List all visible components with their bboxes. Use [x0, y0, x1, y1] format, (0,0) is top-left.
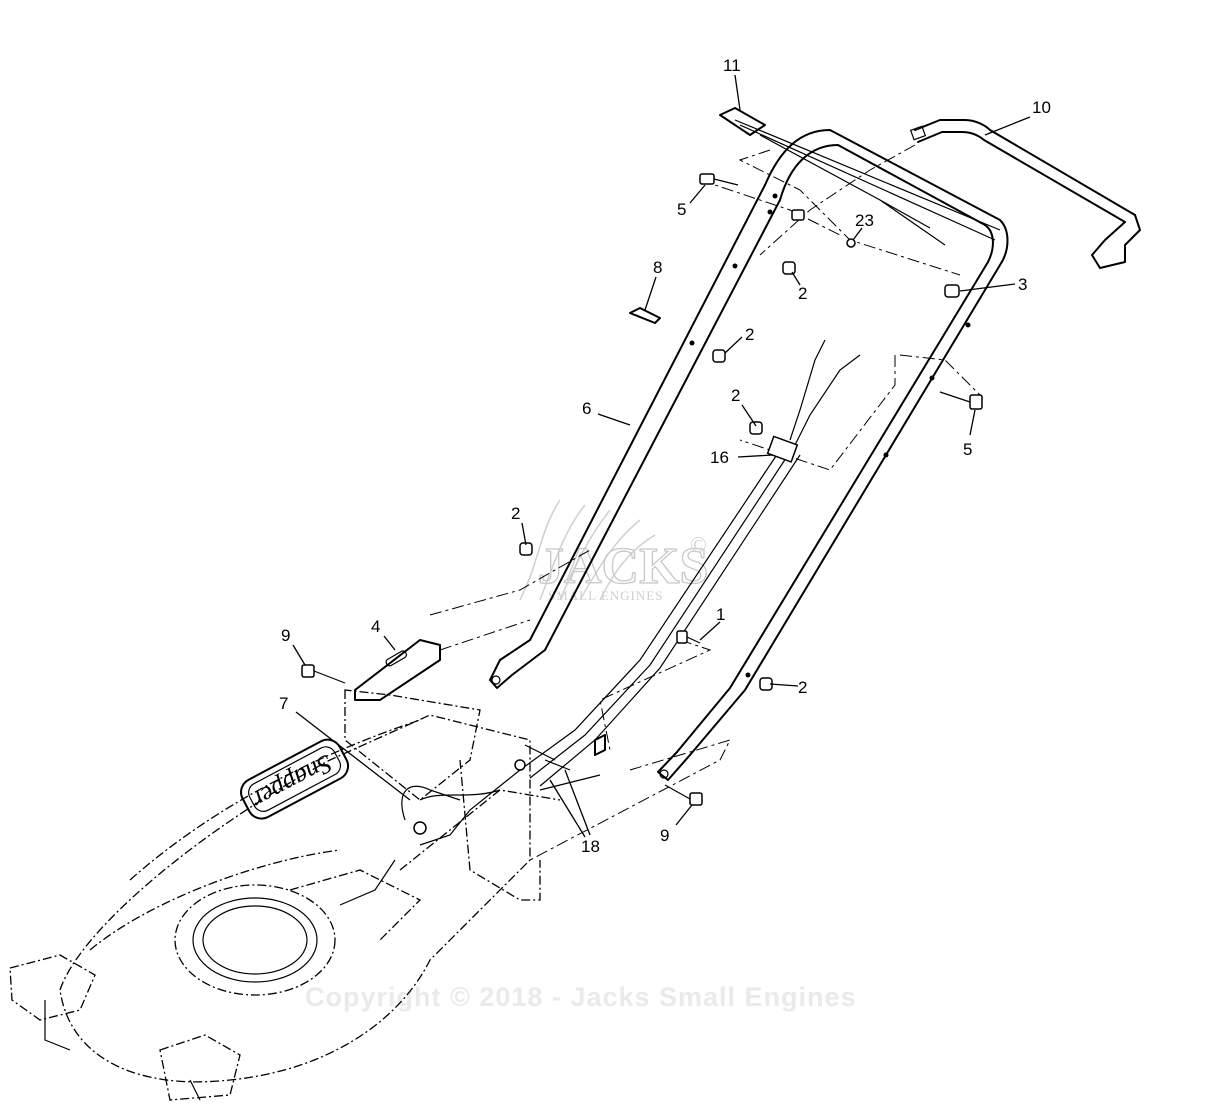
callout-4: 4	[371, 617, 380, 636]
callout-18: 18	[581, 837, 600, 856]
watermark-copyright-symbol: ©	[690, 532, 707, 557]
hardware	[301, 173, 983, 806]
callout-9: 9	[660, 826, 669, 845]
callout-5: 5	[963, 440, 972, 459]
callout-labels: 11 10 5 23 2 3 8 2 2 6 5 16 2 1 9 4 2 7 …	[279, 56, 1051, 856]
callout-8: 8	[653, 258, 662, 277]
watermark: JACKS © SMALL ENGINES Copyright © 2018 -…	[305, 499, 857, 1012]
callout-1: 1	[716, 605, 725, 624]
watermark-tagline: SMALL ENGINES	[548, 588, 663, 603]
handle-bracket	[354, 639, 606, 756]
deck-logo-text: Snapper	[246, 749, 337, 816]
upper-handle	[489, 129, 1009, 781]
mower-deck: Snapper	[9, 689, 561, 1101]
deck-logo-plate: Snapper	[240, 738, 350, 820]
callout-2: 2	[798, 678, 807, 697]
callout-2: 2	[745, 325, 754, 344]
callout-10: 10	[1032, 98, 1051, 117]
watermark-brand: JACKS	[538, 538, 708, 595]
callout-6: 6	[582, 399, 591, 418]
watermark-copyright: Copyright © 2018 - Jacks Small Engines	[305, 982, 857, 1012]
callout-23: 23	[855, 211, 874, 230]
control-cable	[719, 107, 1001, 246]
callout-16: 16	[710, 448, 729, 467]
callout-3: 3	[1018, 275, 1027, 294]
callout-2: 2	[731, 386, 740, 405]
callout-7: 7	[279, 694, 288, 713]
assembly-lines	[429, 144, 981, 861]
callout-2: 2	[511, 504, 520, 523]
callout-5: 5	[677, 200, 686, 219]
callout-2: 2	[798, 284, 807, 303]
control-bail	[909, 119, 1141, 269]
callout-11: 11	[723, 56, 741, 75]
callout-leaders	[292, 74, 1031, 838]
callout-9: 9	[281, 626, 290, 645]
watermark-flame-graphic	[519, 499, 656, 601]
wire-harness	[339, 339, 861, 906]
